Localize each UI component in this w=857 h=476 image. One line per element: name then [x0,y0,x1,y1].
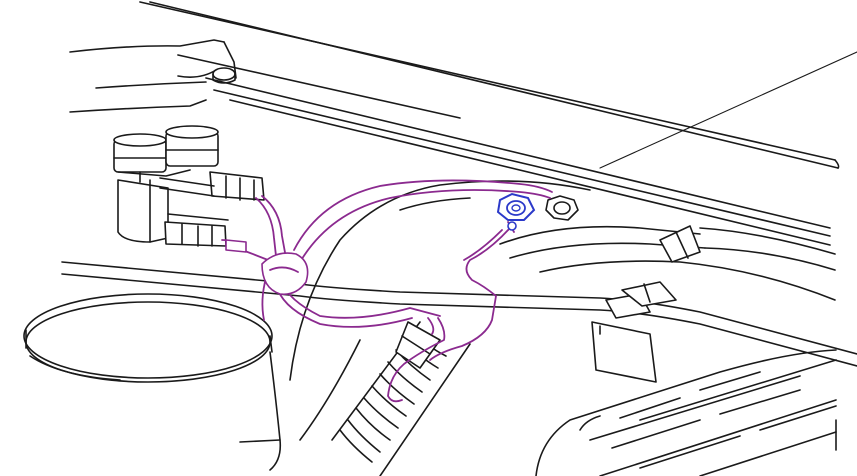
duct-clamp [659,225,701,263]
fender-arch [289,180,591,441]
ground-wire-terminal [507,221,517,233]
cowl-panel [69,39,237,113]
intake-duct [499,225,836,301]
harness-grommet [261,252,309,296]
cable-bracket [605,281,677,319]
hex-nut-icon [545,195,579,221]
connector-lower [164,213,229,247]
ground-bolt-icon [496,192,536,221]
throttle-cable [61,261,857,367]
cowl-bolt-icon [212,67,236,84]
relay-block [113,125,219,243]
air-filter-canister [23,293,282,471]
connector-upper [159,171,265,201]
engine-cover [535,349,837,476]
wire-harness [221,179,553,403]
harness-connector-tab [225,239,247,253]
sensor-box [591,321,657,383]
hood-cowl-lines [139,1,857,246]
